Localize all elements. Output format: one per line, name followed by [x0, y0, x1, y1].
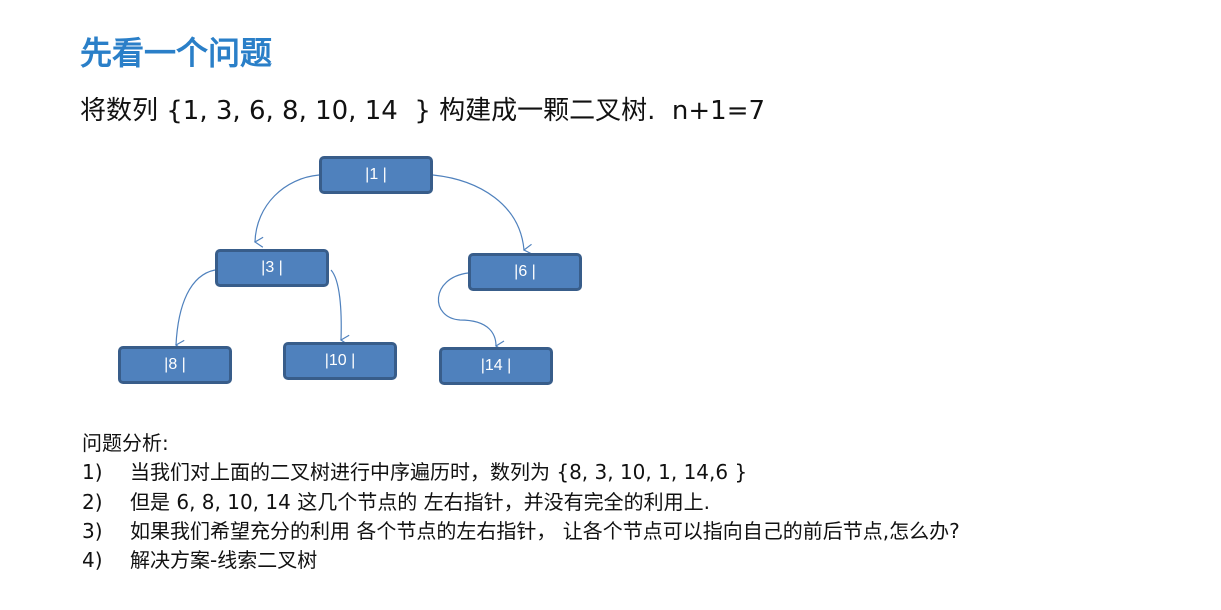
edge-3-8 — [174, 269, 216, 351]
item-number: 1) — [82, 460, 103, 484]
item-text: 当我们对上面的二叉树进行中序遍历时，数列为 {8, 3, 10, 1, 14,6… — [130, 460, 748, 484]
item-number: 4) — [82, 548, 103, 572]
edge-3-10 — [330, 269, 350, 346]
edge-6-14 — [437, 272, 505, 352]
item-text: 解决方案-线索二叉树 — [130, 548, 318, 572]
slide-title: 先看一个问题 — [80, 34, 273, 72]
edge-1-3 — [253, 174, 320, 248]
item-number: 2) — [82, 490, 103, 514]
item-text: 但是 6, 8, 10, 14 这几个节点的 左右指针，并没有完全的利用上. — [130, 490, 710, 514]
problem-statement: 将数列 {1, 3, 6, 8, 10, 14 } 构建成一颗二叉树. n+1=… — [80, 96, 766, 126]
tree-node-3: |3 | — [215, 249, 329, 287]
analysis-heading: 问题分析: — [82, 431, 169, 455]
analysis-item: 1) 当我们对上面的二叉树进行中序遍历时，数列为 {8, 3, 10, 1, 14… — [82, 456, 747, 485]
item-number: 3) — [82, 519, 103, 543]
tree-node-10: |10 | — [283, 342, 397, 380]
tree-node-8: |8 | — [118, 346, 232, 384]
item-text: 如果我们希望充分的利用 各个节点的左右指针， 让各个节点可以指向自己的前后节点,… — [130, 519, 960, 543]
tree-node-6: |6 | — [468, 253, 582, 291]
analysis-item: 3) 如果我们希望充分的利用 各个节点的左右指针， 让各个节点可以指向自己的前后节… — [82, 515, 960, 544]
tree-node-14: |14 | — [439, 347, 553, 385]
tree-node-1: |1 | — [319, 156, 433, 194]
analysis-item: 4) 解决方案-线索二叉树 — [82, 544, 317, 573]
edge-1-6 — [432, 174, 533, 255]
analysis-item: 2) 但是 6, 8, 10, 14 这几个节点的 左右指针，并没有完全的利用上. — [82, 486, 710, 515]
